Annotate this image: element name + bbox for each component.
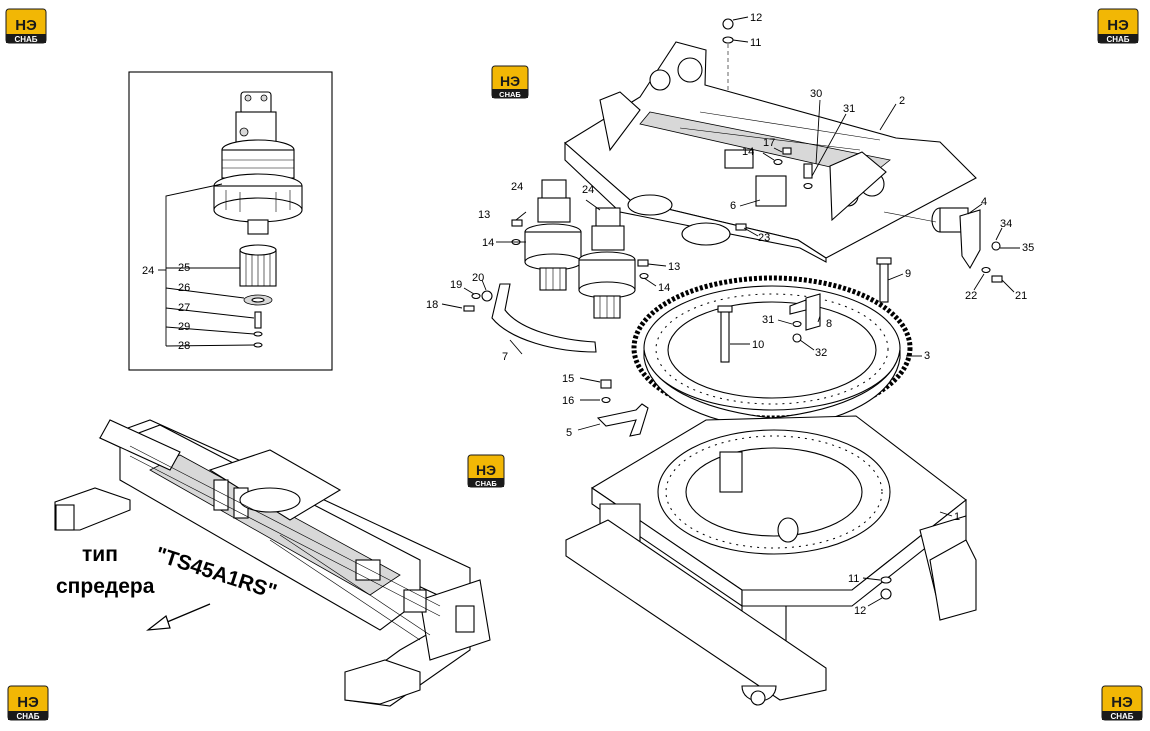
callout-11b: 11 bbox=[848, 573, 859, 585]
callout-17: 17 bbox=[763, 137, 775, 149]
svg-text:СНАБ: СНАБ bbox=[475, 479, 497, 488]
callout-16: 16 bbox=[562, 395, 574, 407]
callout-24b: 24 bbox=[582, 184, 594, 196]
svg-text:СНАБ: СНАБ bbox=[14, 35, 37, 44]
svg-text:НЭ: НЭ bbox=[15, 17, 37, 34]
base-frame-1 bbox=[565, 415, 977, 706]
slew-ring-3 bbox=[631, 275, 913, 429]
swing-drive-right bbox=[578, 207, 636, 319]
logo-bottom-left: НЭ СНАБ bbox=[7, 685, 49, 721]
callout-23: 23 bbox=[758, 232, 770, 244]
detail-inset: 24 25 26 27 29 28 bbox=[128, 71, 333, 371]
callout-labels: 12 11 2 30 31 17 14 6 23 4 34 35 21 22 9… bbox=[426, 12, 1034, 617]
spreader-type-label-1: тип bbox=[82, 543, 118, 566]
callout-1: 1 bbox=[954, 511, 960, 523]
callout-4: 4 bbox=[981, 196, 987, 208]
svg-text:28: 28 bbox=[178, 340, 190, 352]
callout-10: 10 bbox=[752, 339, 764, 351]
callout-18: 18 bbox=[426, 299, 438, 311]
callout-9: 9 bbox=[905, 268, 911, 280]
bracket-5 bbox=[596, 403, 649, 437]
callout-13b: 13 bbox=[668, 261, 680, 273]
svg-text:СНАБ: СНАБ bbox=[1106, 35, 1129, 44]
callout-34: 34 bbox=[1000, 218, 1012, 230]
bolt-9 bbox=[876, 257, 892, 303]
callout-19: 19 bbox=[450, 279, 462, 291]
callout-20: 20 bbox=[472, 272, 484, 284]
callout-32: 32 bbox=[815, 347, 827, 359]
swing-drive-left bbox=[524, 179, 582, 291]
logo-top-right: НЭ СНАБ bbox=[1097, 8, 1139, 44]
logo-top-left: НЭ СНАБ bbox=[5, 8, 47, 44]
upper-frame bbox=[564, 41, 977, 263]
logo-bottom-right: НЭ СНАБ bbox=[1101, 685, 1143, 721]
spreader-overview bbox=[54, 419, 491, 707]
logo-center-top: НЭ СНАБ bbox=[491, 65, 529, 99]
logo-center-mid: НЭ СНАБ bbox=[467, 454, 505, 488]
leader-lines bbox=[441, 16, 1020, 607]
callout-13a: 13 bbox=[478, 209, 490, 221]
svg-text:НЭ: НЭ bbox=[1107, 17, 1129, 34]
callout-5: 5 bbox=[566, 427, 572, 439]
svg-text:29: 29 bbox=[178, 321, 190, 333]
bracket-8 bbox=[789, 293, 821, 331]
svg-text:СНАБ: СНАБ bbox=[499, 90, 521, 99]
callout-24a: 24 bbox=[511, 181, 523, 193]
spreader-type-label-2: спредера bbox=[56, 575, 155, 598]
callout-14: 14 bbox=[742, 146, 754, 158]
bracket-7 bbox=[491, 283, 597, 353]
callout-14b: 14 bbox=[658, 282, 670, 294]
svg-text:24: 24 bbox=[142, 265, 154, 277]
svg-text:НЭ: НЭ bbox=[476, 462, 496, 478]
callout-31: 31 bbox=[843, 103, 855, 115]
callout-11: 11 bbox=[750, 37, 761, 49]
callout-7: 7 bbox=[502, 351, 508, 363]
svg-text:НЭ: НЭ bbox=[500, 73, 520, 89]
pin-4 bbox=[883, 207, 981, 270]
callout-30: 30 bbox=[810, 88, 822, 100]
callout-14a: 14 bbox=[482, 237, 494, 249]
svg-text:СНАБ: СНАБ bbox=[1110, 712, 1133, 721]
svg-text:СНАБ: СНАБ bbox=[16, 712, 39, 721]
callout-21: 21 bbox=[1015, 290, 1027, 302]
callout-22: 22 bbox=[965, 290, 977, 302]
svg-text:27: 27 bbox=[178, 302, 190, 314]
callout-35: 35 bbox=[1022, 242, 1034, 254]
callout-2: 2 bbox=[899, 95, 905, 107]
callout-12b: 12 bbox=[854, 605, 866, 617]
direction-arrow bbox=[146, 603, 211, 631]
callout-31b: 31 bbox=[762, 314, 774, 326]
callout-8: 8 bbox=[826, 318, 832, 330]
svg-text:НЭ: НЭ bbox=[17, 694, 39, 711]
callout-12: 12 bbox=[750, 12, 762, 24]
callout-3: 3 bbox=[924, 350, 930, 362]
svg-text:25: 25 bbox=[178, 262, 190, 274]
bolt-10 bbox=[717, 305, 733, 363]
svg-text:НЭ: НЭ bbox=[1111, 694, 1133, 711]
svg-text:26: 26 bbox=[178, 282, 190, 294]
callout-15: 15 bbox=[562, 373, 574, 385]
callout-6: 6 bbox=[730, 200, 736, 212]
